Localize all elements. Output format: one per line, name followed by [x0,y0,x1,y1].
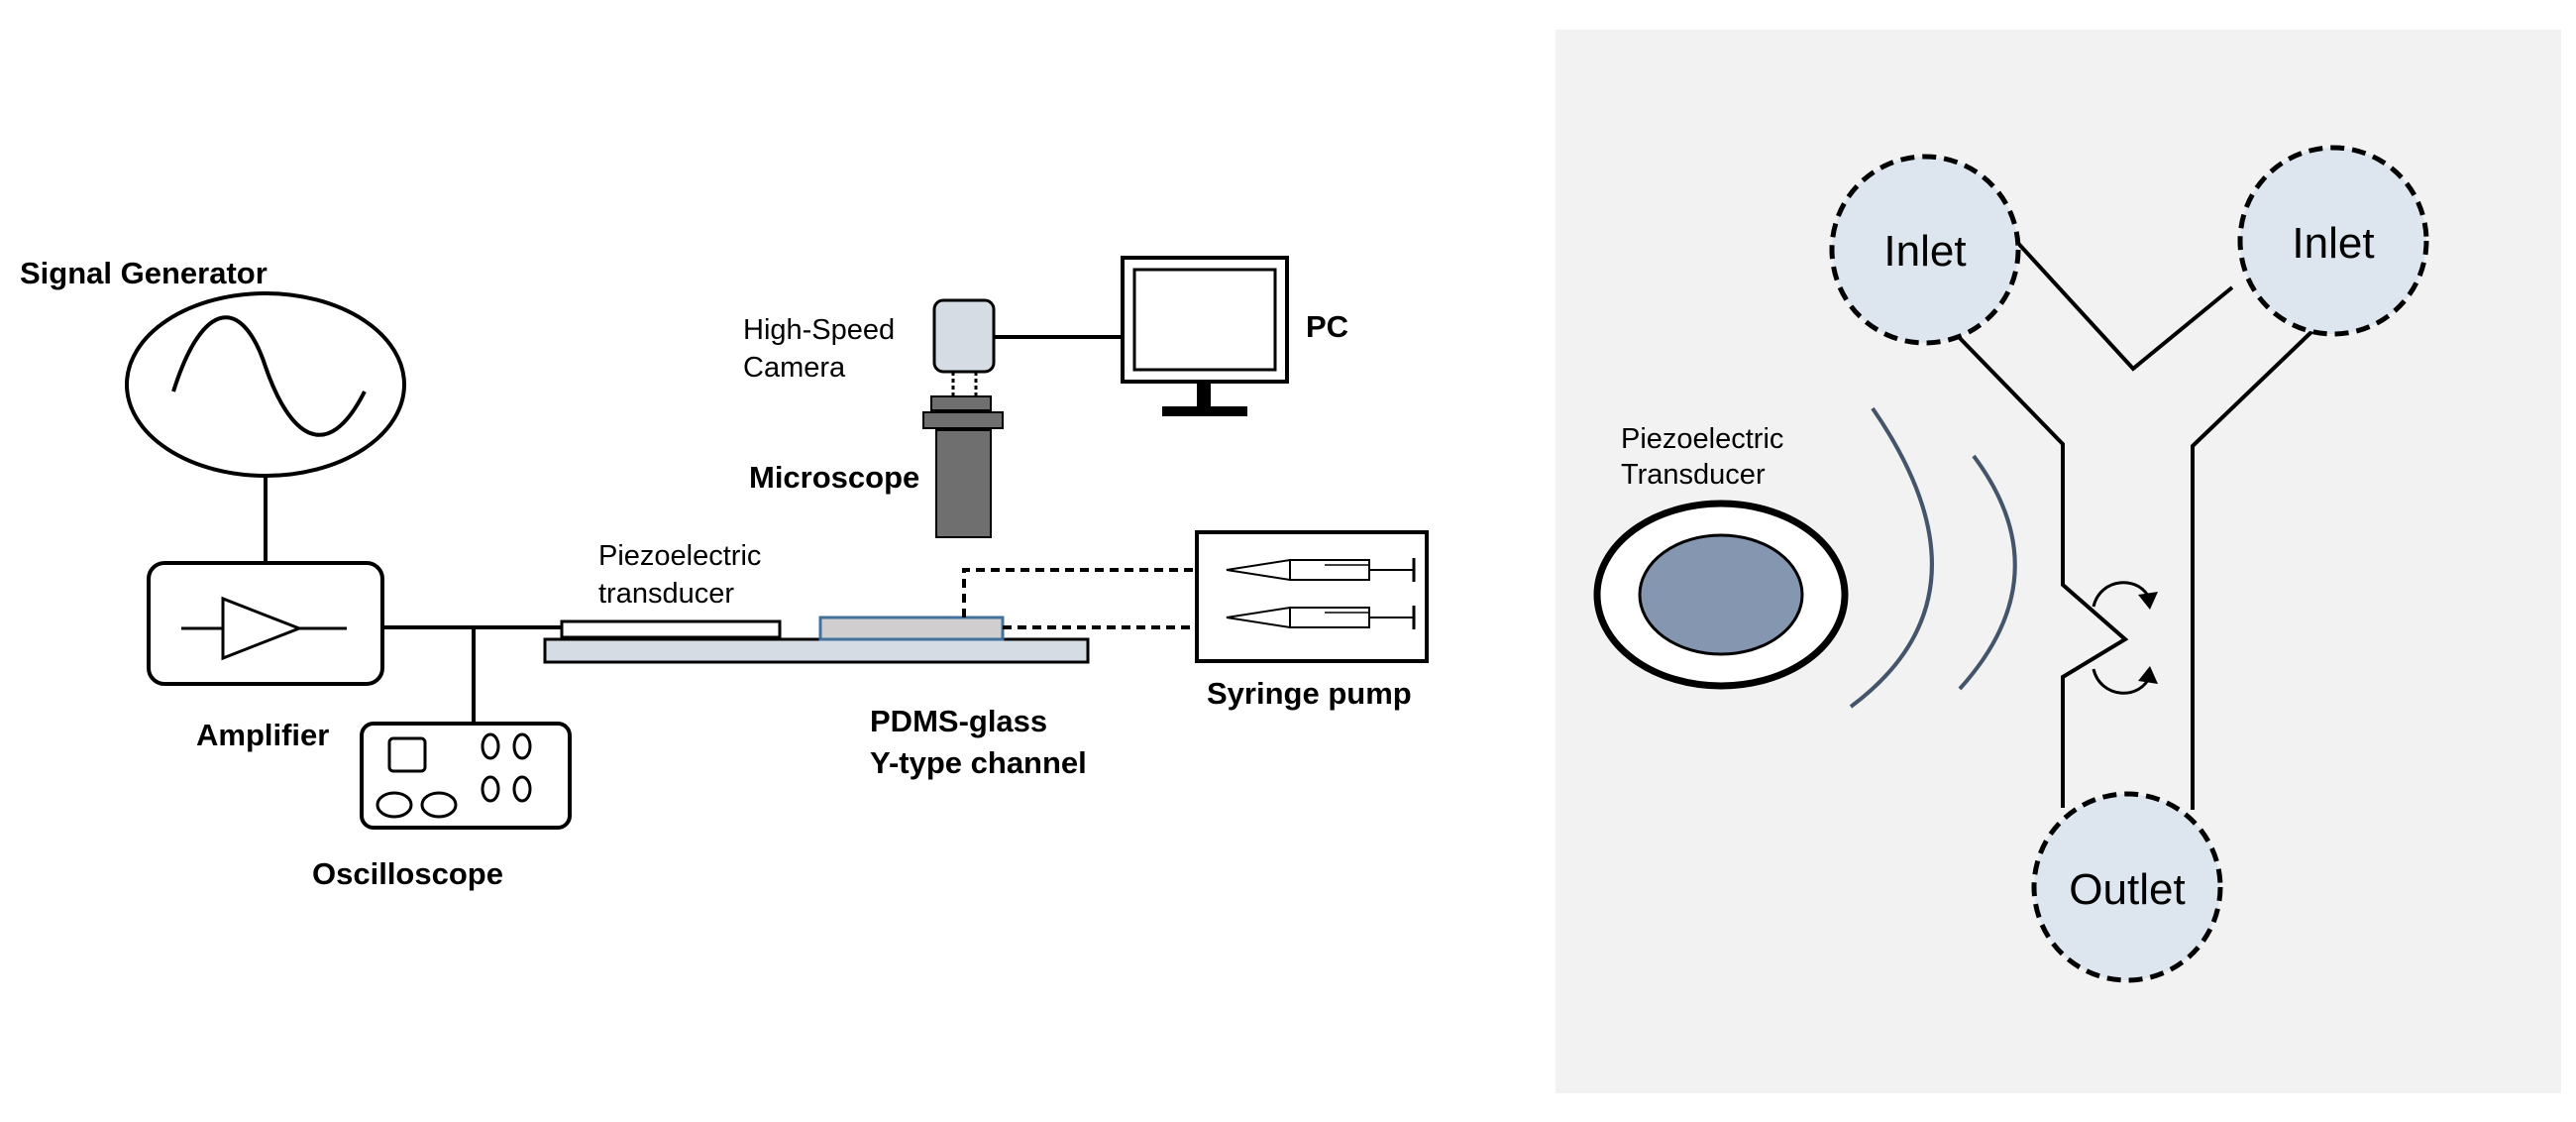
camera-label-line2: Camera [743,352,846,384]
channel-label-line2: Y-type channel [870,745,1087,780]
inlet-left-label: Inlet [1883,227,1966,276]
outlet-port: Outlet [2031,791,2223,983]
y-channel [1955,236,2315,810]
tubing-1 [962,568,1227,617]
syringe-1 [1226,558,1416,582]
sine-wave-icon [171,315,367,437]
acoustic-wave-2 [1958,454,2017,691]
signal-generator [125,291,406,478]
piezo-transducer-disc [1593,500,1849,690]
acoustic-wave-1 [1849,406,1934,709]
microscope [922,395,1004,538]
vortex-arrow-upper-icon [2092,581,2152,608]
piezo-transducer [560,619,782,639]
piezo-transducer-label-line1: Piezoelectric [598,540,761,572]
syringe-2 [1226,606,1416,629]
inlet-right-label: Inlet [2292,219,2374,268]
oscilloscope-label: Oscilloscope [312,856,503,891]
outlet-label: Outlet [2069,865,2185,914]
left-panel: Signal Generator Amplifier Osci [20,256,1429,891]
amplifier [147,561,384,686]
vortex-arrow-lower-icon [2092,668,2152,695]
right-panel: Inlet Inlet Outlet Piezoelectric Transdu… [1556,30,2561,1093]
inlet-right-port: Inlet [2237,145,2429,337]
camera-label-line1: High-Speed [743,314,895,346]
amplifier-triangle-icon [221,596,304,661]
high-speed-camera [932,298,996,374]
signal-generator-label: Signal Generator [20,256,268,290]
piezo-transducer-right-label-line1: Piezoelectric [1621,423,1783,455]
inlet-left-port: Inlet [1829,154,2021,346]
glass-slide [543,637,1090,664]
channel-label-line1: PDMS-glass [870,704,1047,738]
syringe-pump-label: Syringe pump [1207,676,1412,711]
vortex-arrows [2092,581,2158,695]
piezo-transducer-right-label-line2: Transducer [1621,459,1766,491]
oscilloscope [360,722,572,830]
pdms-channel [818,616,1005,641]
amplifier-label: Amplifier [196,718,329,752]
pc-monitor [1121,256,1289,416]
pc-label: PC [1306,309,1348,344]
microscope-label: Microscope [749,460,919,495]
syringe-pump [1195,530,1429,663]
piezo-transducer-label-line2: transducer [598,578,734,610]
